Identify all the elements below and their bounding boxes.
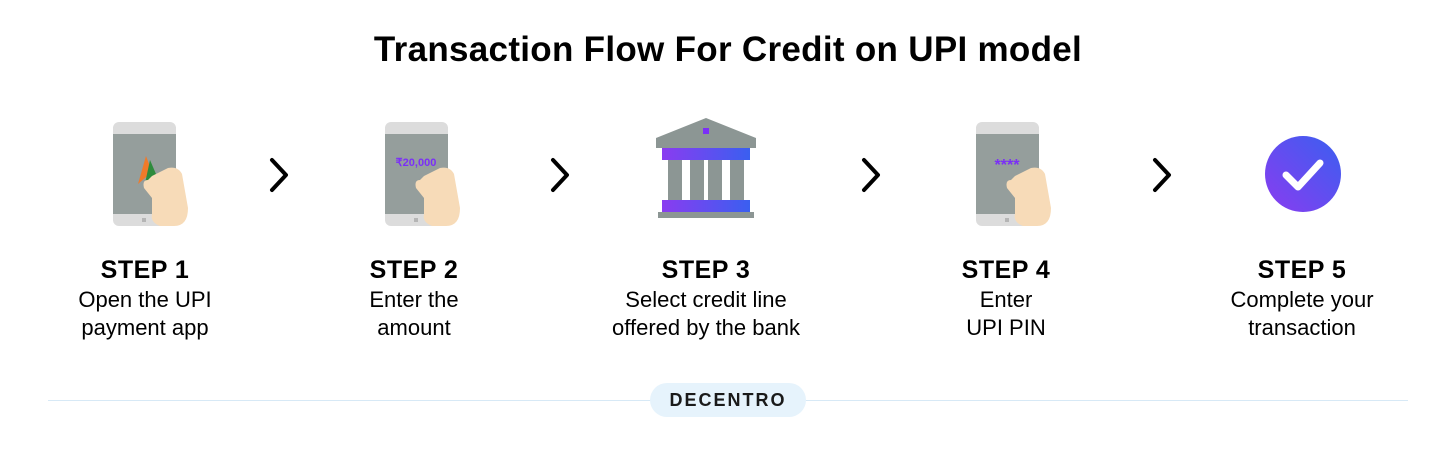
pin-screen-text: **** (995, 157, 1021, 174)
step-1-description: Open the UPI payment app (78, 287, 212, 340)
step-5-label: STEP 5 (1257, 256, 1347, 284)
brand-logo: DECENTRO (650, 383, 806, 417)
check-circle-icon (1265, 136, 1341, 212)
step-5: STEP 5 Complete your transaction (1152, 254, 1452, 342)
step-1: STEP 1 Open the UPI payment app (0, 254, 295, 342)
footer-divider-right (804, 400, 1408, 401)
step-4-label: STEP 4 (961, 256, 1051, 284)
step-4: STEP 4 Enter UPI PIN (856, 254, 1156, 342)
step-3-description: Select credit line offered by the bank (612, 287, 800, 340)
step-2-label: STEP 2 (369, 256, 459, 284)
bank-icon (656, 118, 756, 218)
step-4-description: Enter UPI PIN (966, 287, 1046, 340)
chevron-right-icon-1 (270, 158, 288, 192)
chevron-right-icon-4 (1153, 158, 1171, 192)
step-5-description: Complete your transaction (1230, 287, 1374, 340)
step-3: STEP 3 Select credit line offered by the… (556, 254, 856, 342)
step-2-description: Enter the amount (369, 287, 459, 340)
step-2: STEP 2 Enter the amount (264, 254, 564, 342)
amount-screen-text: ₹20,000 (396, 157, 437, 169)
chevron-right-icon-3 (862, 158, 880, 192)
chevron-right-icon-2 (551, 158, 569, 192)
phone-amount-icon: ₹20,000 (385, 122, 460, 226)
step-3-label: STEP 3 (661, 256, 751, 284)
step-1-label: STEP 1 (100, 256, 190, 284)
page-title: Transaction Flow For Credit on UPI model (373, 30, 1083, 69)
footer-divider-left (48, 400, 652, 401)
phone-upi-logo-icon (113, 122, 188, 226)
phone-pin-icon: **** (976, 122, 1051, 226)
